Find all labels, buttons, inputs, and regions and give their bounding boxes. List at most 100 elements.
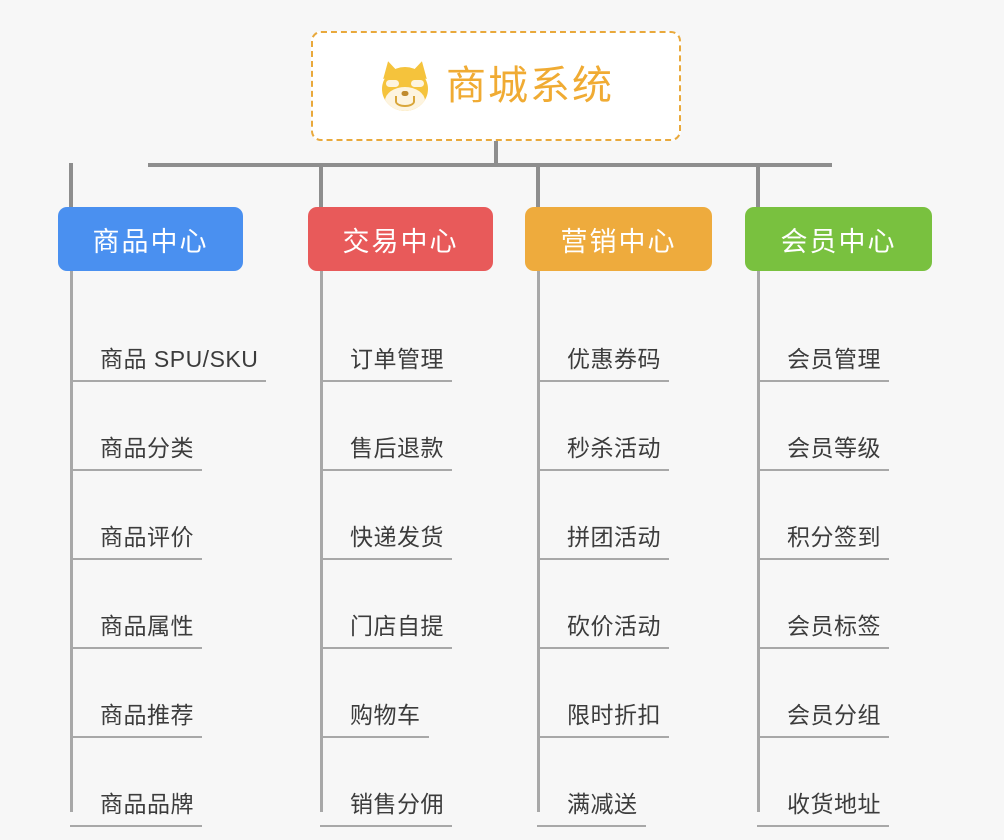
leaf-underline: 售后退款 (320, 429, 452, 471)
leaf-item[interactable]: 积分签到 (745, 471, 932, 560)
branch-header-member-center[interactable]: 会员中心 (745, 207, 932, 271)
leaf-item-label: 商品属性 (100, 613, 194, 639)
leaf-item-label: 限时折扣 (567, 702, 661, 728)
branch-items-member-center: 会员管理会员等级积分签到会员标签会员分组收货地址 (745, 271, 932, 827)
leaf-item[interactable]: 商品品牌 (58, 738, 243, 827)
leaf-underline: 收货地址 (757, 785, 889, 827)
leaf-item-label: 积分签到 (787, 524, 881, 550)
leaf-item-label: 商品分类 (100, 435, 194, 461)
branch-member-center: 会员中心会员管理会员等级积分签到会员标签会员分组收货地址 (745, 207, 932, 827)
branch-header-product-center[interactable]: 商品中心 (58, 207, 243, 271)
leaf-item-label: 拼团活动 (567, 524, 661, 550)
leaf-underline: 积分签到 (757, 518, 889, 560)
leaf-item-label: 购物车 (350, 702, 421, 728)
leaf-item-label: 优惠券码 (567, 346, 661, 372)
shiba-dog-face-icon (378, 59, 432, 111)
leaf-underline: 商品评价 (70, 518, 202, 560)
leaf-underline: 会员标签 (757, 607, 889, 649)
root-title: 商城系统 (446, 64, 614, 108)
leaf-underline: 商品品牌 (70, 785, 202, 827)
branch-header-marketing-center[interactable]: 营销中心 (525, 207, 712, 271)
leaf-underline: 快递发货 (320, 518, 452, 560)
branch-items-marketing-center: 优惠券码秒杀活动拼团活动砍价活动限时折扣满减送 (525, 271, 712, 827)
branch-header-label: 商品中心 (92, 226, 209, 257)
leaf-item[interactable]: 限时折扣 (525, 649, 712, 738)
leaf-item[interactable]: 订单管理 (308, 293, 493, 382)
leaf-underline: 商品属性 (70, 607, 202, 649)
leaf-item[interactable]: 会员分组 (745, 649, 932, 738)
leaf-item-label: 会员等级 (787, 435, 881, 461)
leaf-item-label: 商品 SPU/SKU (100, 346, 259, 372)
leaf-underline: 秒杀活动 (537, 429, 669, 471)
leaf-item[interactable]: 秒杀活动 (525, 382, 712, 471)
leaf-item[interactable]: 拼团活动 (525, 471, 712, 560)
branch-items-trade-center: 订单管理售后退款快递发货门店自提购物车销售分佣 (308, 271, 493, 827)
leaf-item[interactable]: 商品分类 (58, 382, 243, 471)
leaf-item[interactable]: 会员标签 (745, 560, 932, 649)
branch-spine (70, 271, 73, 812)
leaf-item[interactable]: 收货地址 (745, 738, 932, 827)
leaf-underline: 商品分类 (70, 429, 202, 471)
connector-drop-trade-center (319, 163, 323, 207)
leaf-item[interactable]: 优惠券码 (525, 293, 712, 382)
connector-root-stub (494, 141, 498, 167)
leaf-underline: 商品推荐 (70, 696, 202, 738)
leaf-item[interactable]: 快递发货 (308, 471, 493, 560)
leaf-item-label: 快递发货 (350, 524, 444, 550)
leaf-item[interactable]: 商品属性 (58, 560, 243, 649)
leaf-item[interactable]: 会员管理 (745, 293, 932, 382)
leaf-underline: 购物车 (320, 696, 429, 738)
leaf-underline: 优惠券码 (537, 340, 669, 382)
leaf-item[interactable]: 售后退款 (308, 382, 493, 471)
leaf-item[interactable]: 砍价活动 (525, 560, 712, 649)
leaf-item[interactable]: 购物车 (308, 649, 493, 738)
leaf-item-label: 门店自提 (350, 613, 444, 639)
leaf-item-label: 会员标签 (787, 613, 881, 639)
branch-product-center: 商品中心商品 SPU/SKU 商品分类商品评价商品属性商品推荐商品品牌 (58, 207, 267, 827)
branch-header-label: 交易中心 (342, 226, 459, 257)
leaf-item[interactable]: 商品推荐 (58, 649, 243, 738)
connector-horizontal-bus (148, 163, 832, 167)
leaf-item[interactable]: 会员等级 (745, 382, 932, 471)
root-node[interactable]: 商城系统 (311, 31, 681, 141)
leaf-item[interactable]: 门店自提 (308, 560, 493, 649)
leaf-underline: 销售分佣 (320, 785, 452, 827)
leaf-underline: 门店自提 (320, 607, 452, 649)
leaf-item-label: 商品评价 (100, 524, 194, 550)
branch-marketing-center: 营销中心优惠券码秒杀活动拼团活动砍价活动限时折扣满减送 (525, 207, 712, 827)
leaf-item[interactable]: 商品评价 (58, 471, 243, 560)
leaf-item-label: 会员管理 (787, 346, 881, 372)
branch-items-product-center: 商品 SPU/SKU 商品分类商品评价商品属性商品推荐商品品牌 (58, 271, 267, 827)
leaf-item-label: 收货地址 (787, 791, 881, 817)
leaf-item-label: 商品推荐 (100, 702, 194, 728)
branch-header-label: 会员中心 (780, 226, 897, 257)
leaf-item-label: 商品品牌 (100, 791, 194, 817)
branch-trade-center: 交易中心订单管理售后退款快递发货门店自提购物车销售分佣 (308, 207, 493, 827)
leaf-underline: 会员等级 (757, 429, 889, 471)
connector-drop-product-center (69, 163, 73, 207)
leaf-underline: 订单管理 (320, 340, 452, 382)
leaf-underline: 拼团活动 (537, 518, 669, 560)
leaf-item-label: 订单管理 (350, 346, 444, 372)
connector-drop-marketing-center (536, 163, 540, 207)
leaf-item-label: 销售分佣 (350, 791, 444, 817)
branch-spine (320, 271, 323, 812)
leaf-underline: 商品 SPU/SKU (70, 340, 267, 382)
leaf-underline: 会员管理 (757, 340, 889, 382)
leaf-item-label: 砍价活动 (567, 613, 661, 639)
branch-header-label: 营销中心 (560, 226, 677, 257)
leaf-item-label: 秒杀活动 (567, 435, 661, 461)
leaf-underline: 砍价活动 (537, 607, 669, 649)
leaf-underline: 会员分组 (757, 696, 889, 738)
leaf-item[interactable]: 商品 SPU/SKU (58, 293, 267, 382)
connector-drop-member-center (756, 163, 760, 207)
leaf-item-label: 售后退款 (350, 435, 444, 461)
leaf-item[interactable]: 满减送 (525, 738, 712, 827)
leaf-item[interactable]: 销售分佣 (308, 738, 493, 827)
branch-spine (757, 271, 760, 812)
leaf-underline: 限时折扣 (537, 696, 669, 738)
branch-header-trade-center[interactable]: 交易中心 (308, 207, 493, 271)
leaf-item-label: 会员分组 (787, 702, 881, 728)
branch-spine (537, 271, 540, 812)
